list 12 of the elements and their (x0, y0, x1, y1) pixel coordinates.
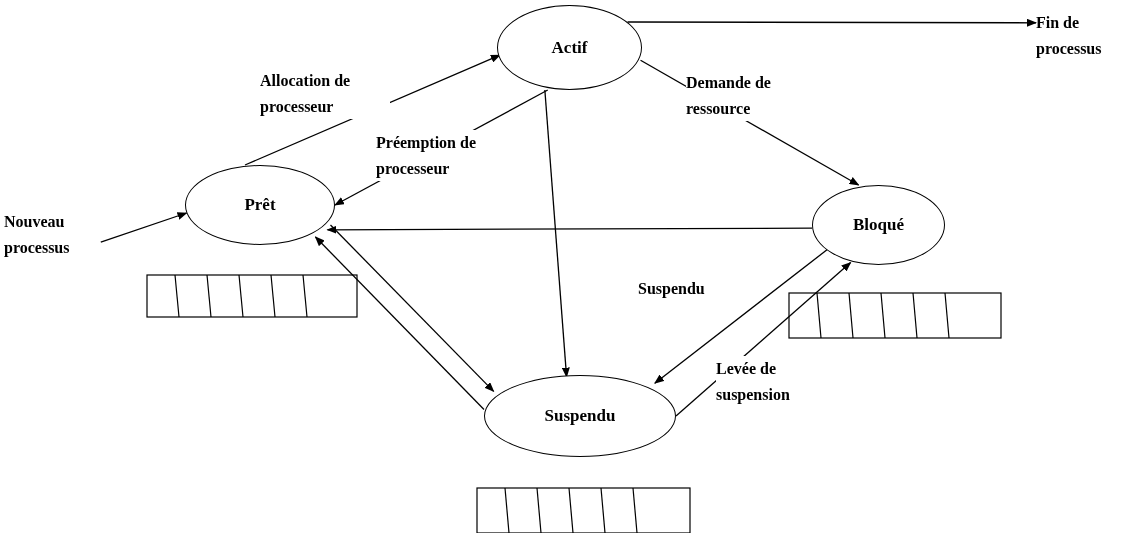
state-name: Actif (551, 36, 588, 59)
node-text: Nouveau processus (4, 212, 71, 259)
arrow (654, 248, 829, 384)
arrow (314, 236, 485, 411)
state-name: Bloqué (853, 214, 904, 237)
arrow (626, 18, 1037, 27)
state-name: Prêt (244, 194, 276, 217)
arrow (326, 225, 813, 234)
arrow (100, 212, 188, 243)
node-text: Fin de processus (1036, 13, 1103, 60)
state-name: Suspendu (544, 405, 616, 428)
arrow (329, 224, 495, 393)
